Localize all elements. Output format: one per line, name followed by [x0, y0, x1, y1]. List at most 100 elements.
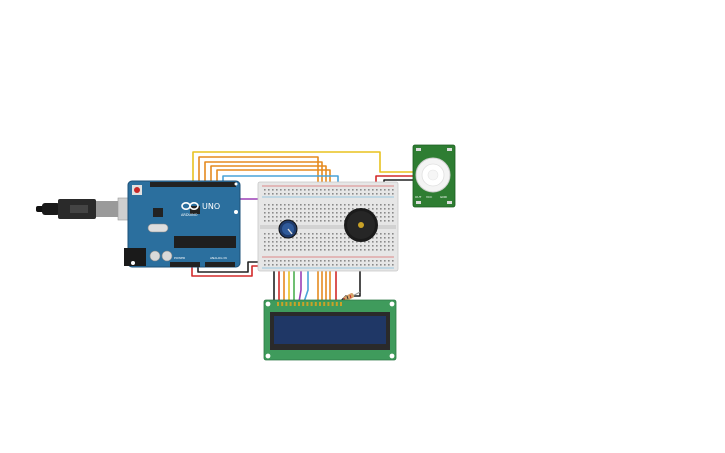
breadboard-hole[interactable]: [280, 264, 282, 266]
breadboard-hole[interactable]: [388, 204, 390, 206]
breadboard-hole[interactable]: [384, 264, 386, 266]
breadboard-hole[interactable]: [292, 245, 294, 247]
breadboard-hole[interactable]: [380, 193, 382, 195]
breadboard-hole[interactable]: [340, 249, 342, 251]
breadboard-hole[interactable]: [344, 245, 346, 247]
breadboard-hole[interactable]: [316, 220, 318, 222]
breadboard-hole[interactable]: [280, 193, 282, 195]
lcd-pin-header[interactable]: [277, 302, 342, 306]
breadboard-hole[interactable]: [356, 193, 358, 195]
breadboard-hole[interactable]: [348, 193, 350, 195]
breadboard-hole[interactable]: [312, 264, 314, 266]
breadboard-hole[interactable]: [332, 233, 334, 235]
breadboard-hole[interactable]: [308, 208, 310, 210]
breadboard-hole[interactable]: [312, 208, 314, 210]
breadboard-hole[interactable]: [268, 264, 270, 266]
breadboard-hole[interactable]: [348, 212, 350, 214]
lcd-pin[interactable]: [306, 302, 309, 306]
breadboard-hole[interactable]: [296, 249, 298, 251]
breadboard-hole[interactable]: [372, 241, 374, 243]
breadboard-hole[interactable]: [344, 193, 346, 195]
breadboard-hole[interactable]: [268, 241, 270, 243]
breadboard-hole[interactable]: [300, 233, 302, 235]
breadboard-hole[interactable]: [316, 204, 318, 206]
breadboard-hole[interactable]: [320, 212, 322, 214]
breadboard-hole[interactable]: [272, 189, 274, 191]
breadboard-hole[interactable]: [328, 249, 330, 251]
breadboard-hole[interactable]: [372, 193, 374, 195]
breadboard-hole[interactable]: [288, 193, 290, 195]
breadboard-hole[interactable]: [292, 193, 294, 195]
breadboard-hole[interactable]: [288, 208, 290, 210]
breadboard-hole[interactable]: [276, 237, 278, 239]
breadboard-hole[interactable]: [268, 249, 270, 251]
breadboard-hole[interactable]: [324, 249, 326, 251]
breadboard-hole[interactable]: [264, 245, 266, 247]
breadboard-hole[interactable]: [292, 241, 294, 243]
breadboard-hole[interactable]: [356, 264, 358, 266]
breadboard-hole[interactable]: [320, 189, 322, 191]
breadboard-hole[interactable]: [296, 220, 298, 222]
breadboard-hole[interactable]: [312, 193, 314, 195]
dc-power-jack[interactable]: [124, 248, 146, 266]
breadboard-hole[interactable]: [384, 241, 386, 243]
breadboard-hole[interactable]: [312, 249, 314, 251]
breadboard-hole[interactable]: [344, 204, 346, 206]
breadboard-hole[interactable]: [264, 204, 266, 206]
analog-header[interactable]: [205, 262, 235, 267]
breadboard-hole[interactable]: [384, 220, 386, 222]
breadboard-hole[interactable]: [268, 260, 270, 262]
breadboard-hole[interactable]: [392, 260, 394, 262]
breadboard-hole[interactable]: [280, 208, 282, 210]
breadboard-hole[interactable]: [364, 189, 366, 191]
breadboard-hole[interactable]: [308, 193, 310, 195]
breadboard-hole[interactable]: [356, 249, 358, 251]
breadboard-hole[interactable]: [352, 264, 354, 266]
breadboard-hole[interactable]: [304, 264, 306, 266]
pir-motion-sensor[interactable]: OUT VCC GND: [412, 144, 456, 208]
breadboard-hole[interactable]: [388, 193, 390, 195]
breadboard-hole[interactable]: [384, 212, 386, 214]
breadboard-hole[interactable]: [364, 249, 366, 251]
breadboard-hole[interactable]: [380, 212, 382, 214]
breadboard-hole[interactable]: [384, 233, 386, 235]
breadboard-hole[interactable]: [288, 245, 290, 247]
breadboard-hole[interactable]: [320, 237, 322, 239]
breadboard-hole[interactable]: [268, 208, 270, 210]
breadboard-hole[interactable]: [272, 260, 274, 262]
breadboard-hole[interactable]: [328, 193, 330, 195]
breadboard-hole[interactable]: [324, 237, 326, 239]
breadboard-hole[interactable]: [304, 216, 306, 218]
breadboard-hole[interactable]: [360, 189, 362, 191]
breadboard-hole[interactable]: [352, 204, 354, 206]
breadboard-hole[interactable]: [304, 237, 306, 239]
breadboard-hole[interactable]: [380, 208, 382, 210]
breadboard-hole[interactable]: [280, 260, 282, 262]
breadboard-hole[interactable]: [284, 241, 286, 243]
breadboard-hole[interactable]: [292, 204, 294, 206]
breadboard-hole[interactable]: [324, 208, 326, 210]
breadboard-hole[interactable]: [340, 233, 342, 235]
breadboard-hole[interactable]: [304, 208, 306, 210]
breadboard-hole[interactable]: [288, 189, 290, 191]
breadboard-hole[interactable]: [368, 245, 370, 247]
breadboard-hole[interactable]: [336, 204, 338, 206]
breadboard-hole[interactable]: [288, 264, 290, 266]
breadboard-hole[interactable]: [288, 249, 290, 251]
breadboard-hole[interactable]: [376, 193, 378, 195]
breadboard-hole[interactable]: [284, 216, 286, 218]
breadboard-hole[interactable]: [296, 264, 298, 266]
breadboard-hole[interactable]: [276, 204, 278, 206]
breadboard-hole[interactable]: [384, 189, 386, 191]
breadboard-hole[interactable]: [392, 208, 394, 210]
breadboard-hole[interactable]: [384, 249, 386, 251]
breadboard-hole[interactable]: [376, 249, 378, 251]
breadboard-hole[interactable]: [376, 216, 378, 218]
breadboard-hole[interactable]: [272, 245, 274, 247]
breadboard-hole[interactable]: [388, 212, 390, 214]
breadboard-hole[interactable]: [316, 245, 318, 247]
breadboard-hole[interactable]: [376, 233, 378, 235]
breadboard-hole[interactable]: [340, 189, 342, 191]
breadboard-hole[interactable]: [360, 245, 362, 247]
breadboard-hole[interactable]: [280, 204, 282, 206]
